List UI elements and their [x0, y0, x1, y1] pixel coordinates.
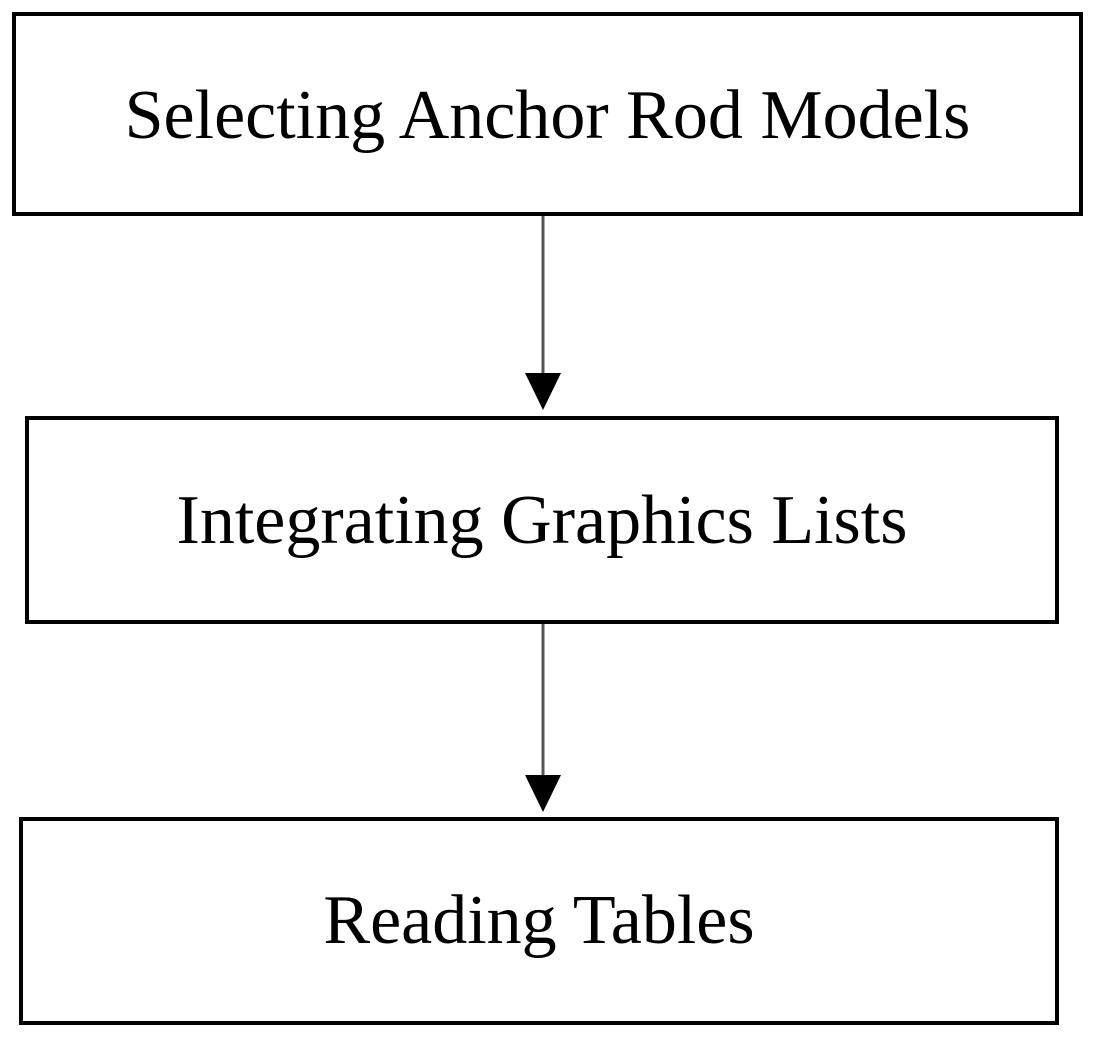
- arrowhead-down-icon: [525, 373, 561, 410]
- arrow-step1-to-step2: [525, 216, 561, 410]
- flow-step-label: Selecting Anchor Rod Models: [124, 77, 971, 154]
- flow-step-integrating-graphics-lists: Integrating Graphics Lists: [25, 416, 1059, 624]
- flow-step-selecting-anchor-rod-models: Selecting Anchor Rod Models: [12, 12, 1083, 216]
- flow-step-reading-tables: Reading Tables: [19, 817, 1059, 1025]
- flow-step-label: Integrating Graphics Lists: [176, 482, 908, 559]
- arrowhead-down-icon: [525, 775, 561, 812]
- arrow-step2-to-step3: [525, 624, 561, 812]
- flow-step-label: Reading Tables: [323, 882, 755, 959]
